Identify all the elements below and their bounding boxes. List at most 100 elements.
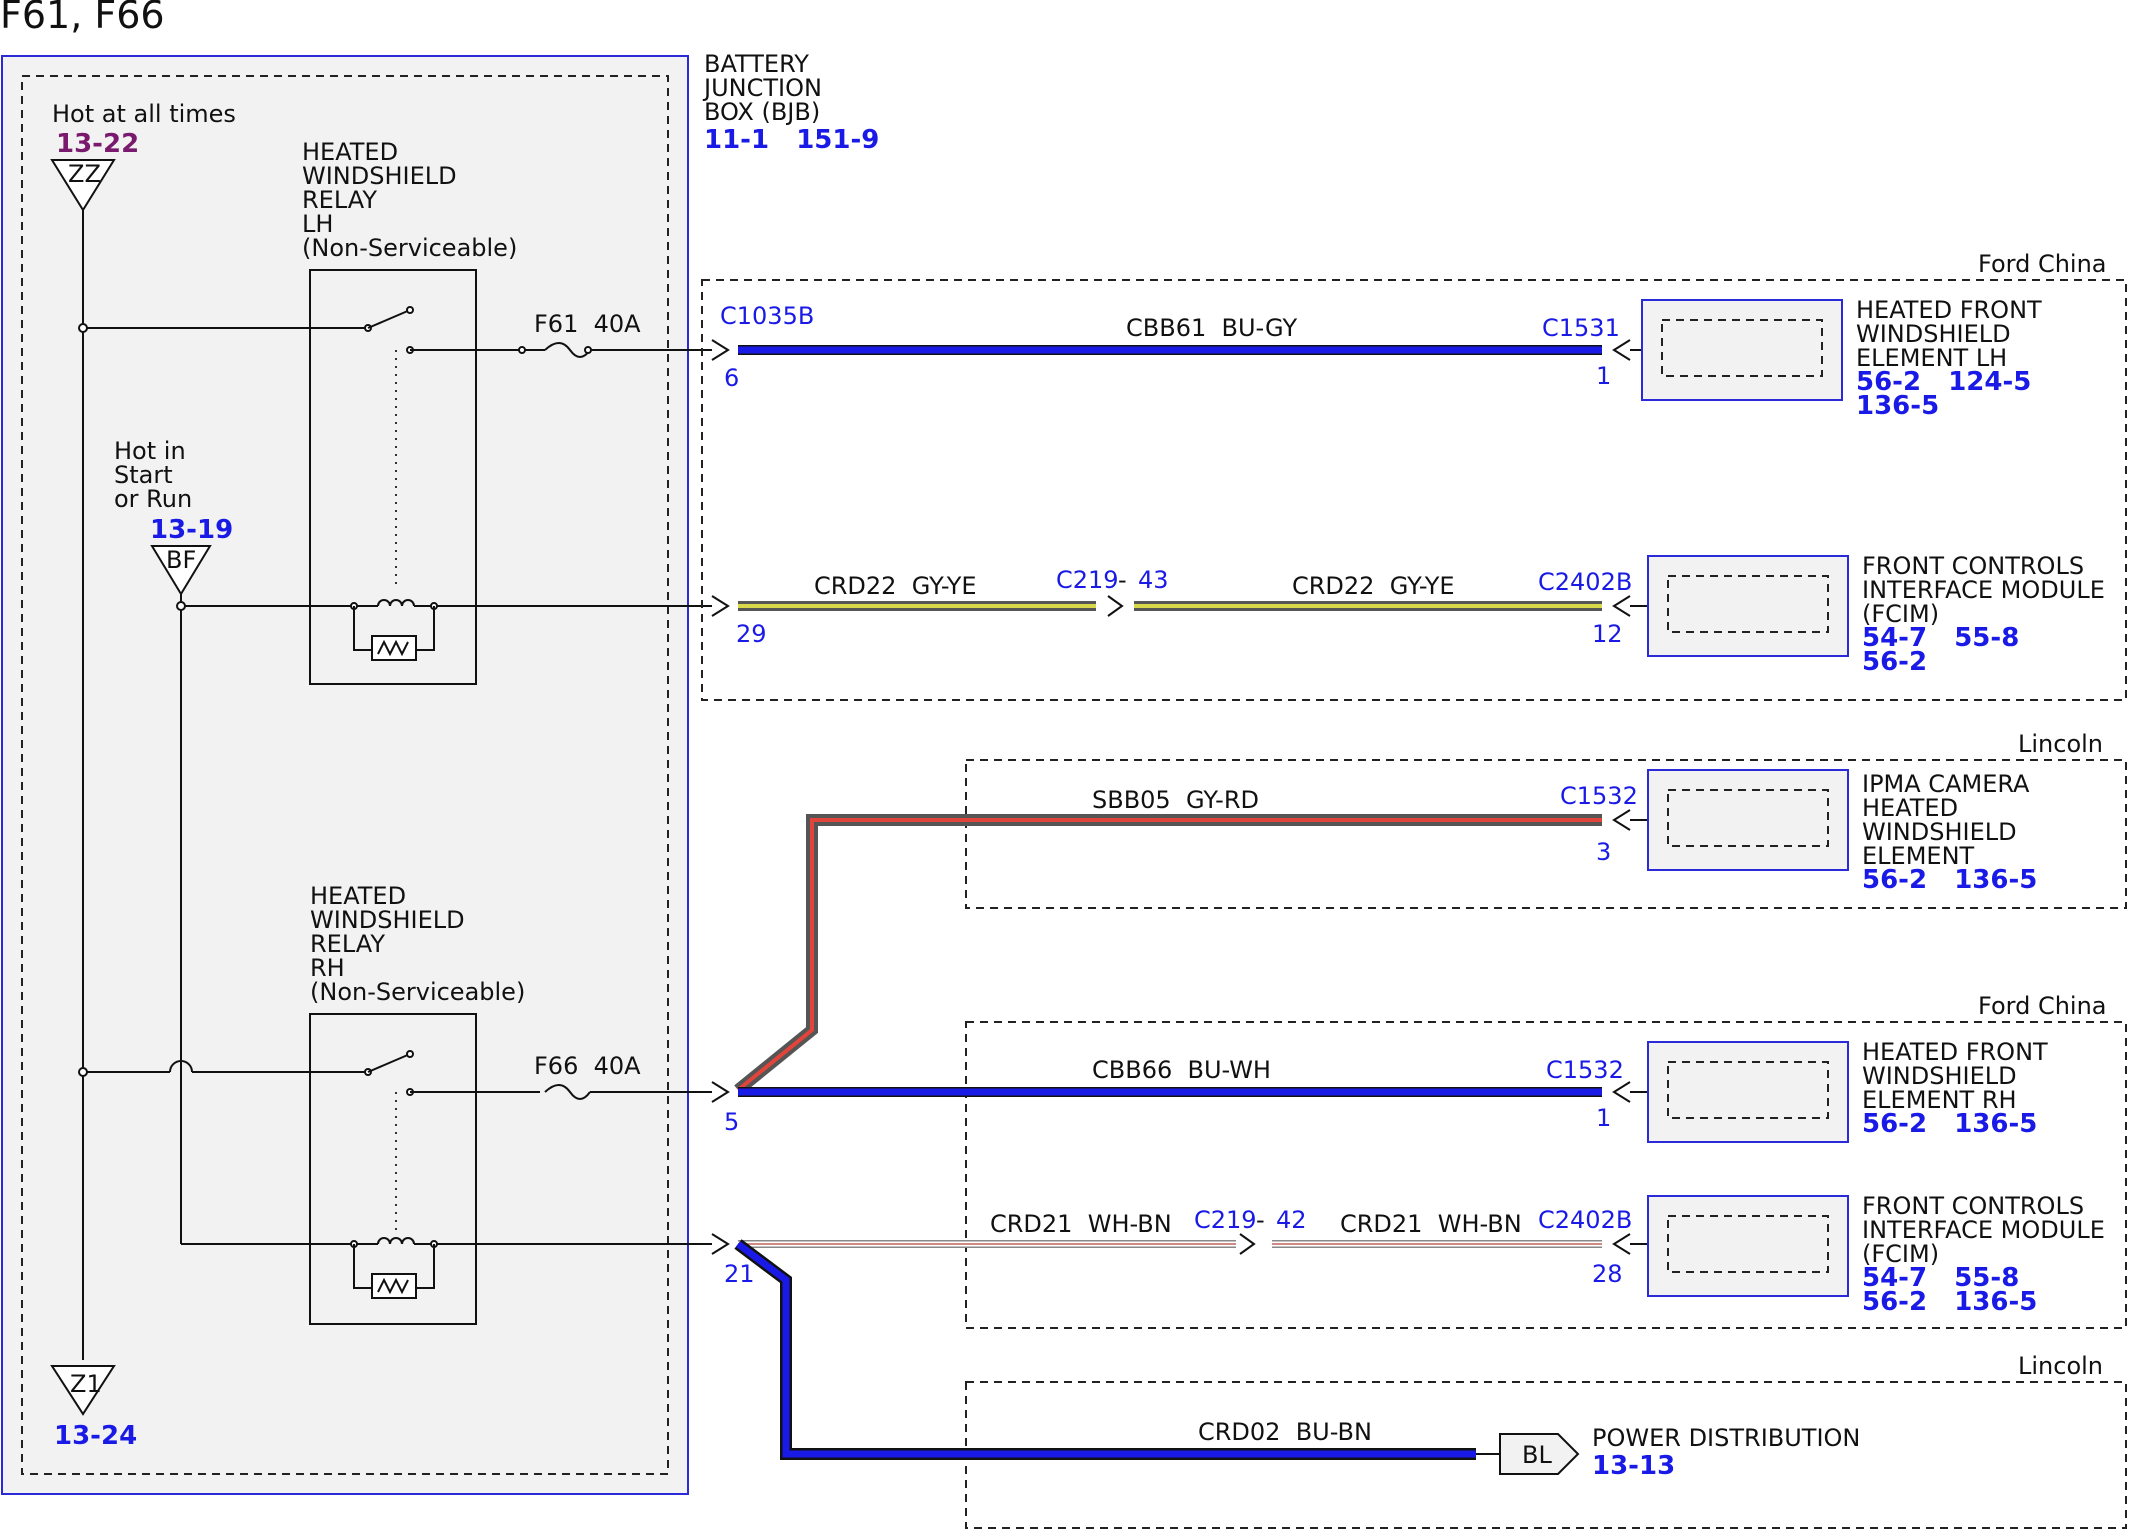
connector-arrow-icon [1612, 339, 1631, 361]
connector-arrow-icon [711, 595, 730, 617]
comp-lh-refs-1: 56-2 124-5 [1856, 367, 2031, 397]
comp-ipma-refs-1: 56-2 136-5 [1862, 865, 2037, 895]
comp-rh-refs-1: 56-2 136-5 [1862, 1109, 2037, 1139]
component-box-fcim-2 [1647, 1195, 1849, 1297]
comp-fcim1-2: INTERFACE MODULE [1862, 576, 2105, 604]
pin-6: 6 [724, 364, 739, 392]
conn-c1532-a: C1532 [1560, 782, 1638, 810]
relay-lh-box [309, 269, 477, 685]
conn-c2402b-b: C2402B [1538, 1206, 1632, 1234]
wire-crossover-icon [169, 1060, 193, 1073]
component-inner [1667, 1215, 1829, 1273]
conn-c219: C219 [1056, 566, 1119, 594]
ground-symbol: Z1 [70, 1370, 102, 1398]
hot-all-label: Hot at all times [52, 100, 236, 128]
region-label-4: Lincoln [2018, 1352, 2103, 1380]
wire-sbb05-label: SBB05 GY-RD [1092, 786, 1259, 814]
fuse-f61-icon [544, 342, 591, 358]
wire-crd02-label: CRD02 BU-BN [1198, 1418, 1372, 1446]
connector-arrow-icon [1239, 1233, 1256, 1255]
component-inner [1667, 575, 1829, 633]
conn-c1532-b: C1532 [1546, 1056, 1624, 1084]
pin-29: 29 [736, 620, 767, 648]
relay-rh-name-1: HEATED [310, 882, 406, 910]
relay-lh-name-1: HEATED [302, 138, 398, 166]
power-distribution-label: POWER DISTRIBUTION [1592, 1424, 1860, 1452]
region-label-3: Ford China [1978, 992, 2107, 1020]
relay-rh-resistor-zigzag [377, 1277, 409, 1295]
fuse-f66-icon [544, 1084, 591, 1100]
connector-arrow-icon [1612, 809, 1631, 831]
relay-lh-resistor-zigzag [377, 639, 409, 657]
wire-crd22-label-b: CRD22 GY-YE [1292, 572, 1455, 600]
comp-fcim2-refs-1: 54-7 55-8 [1862, 1263, 2019, 1293]
comp-ipma-1: IPMA CAMERA [1862, 770, 2030, 798]
conn-c219-b: C219 [1194, 1206, 1257, 1234]
junction-dot [176, 601, 186, 611]
pin-21: 21 [724, 1260, 755, 1288]
bjb-refs: 11-1 151-9 [704, 125, 879, 155]
diagram-title: F61, F66 [0, 0, 165, 37]
relay-lh-coil-icon [377, 599, 415, 607]
wire-cbb66-label: CBB66 BU-WH [1092, 1056, 1271, 1084]
comp-fcim2-3: (FCIM) [1862, 1240, 1939, 1268]
conn-c1035b: C1035B [720, 302, 814, 330]
bjb-frame [1, 55, 689, 1495]
hot-run-triangle-icon [150, 545, 212, 596]
comp-fcim1-3: (FCIM) [1862, 600, 1939, 628]
comp-ipma-3: WINDSHIELD [1862, 818, 2017, 846]
relay-lh-switch-arm [367, 309, 411, 329]
comp-lh-1: HEATED FRONT [1856, 296, 2042, 324]
comp-fcim1-refs-2: 56-2 [1862, 647, 1927, 677]
pin-5: 5 [724, 1108, 739, 1136]
relay-rh-name-3: RELAY [310, 930, 385, 958]
bjb-name-2: JUNCTION [702, 74, 822, 102]
bjb-name-1: BATTERY [704, 50, 809, 78]
pin-1-rh: 1 [1596, 1104, 1611, 1132]
bl-connector-icon [1499, 1433, 1580, 1475]
comp-lh-refs-2: 136-5 [1856, 391, 1939, 421]
comp-lh-3: ELEMENT LH [1856, 344, 2007, 372]
region-box-ford-china-1 [701, 279, 2127, 701]
bjb-inner-boundary [21, 75, 669, 1475]
comp-ipma-2: HEATED [1862, 794, 1958, 822]
junction-dot [78, 323, 88, 333]
connector-arrow-icon [711, 1233, 730, 1255]
hot-run-label-2: Start [114, 461, 173, 489]
fuse-f61-terminal-a [518, 346, 526, 354]
connector-arrow-icon [1612, 595, 1631, 617]
pin-28: 28 [1592, 1260, 1623, 1288]
bjb-name-3: BOX (BJB) [704, 98, 820, 126]
hot-run-symbol: BF [166, 546, 196, 574]
hot-run-label-3: or Run [114, 485, 192, 513]
component-box-heated-lh [1641, 299, 1843, 401]
pin-12: 12 [1592, 620, 1623, 648]
comp-rh-2: WINDSHIELD [1862, 1062, 2017, 1090]
comp-rh-3: ELEMENT RH [1862, 1086, 2017, 1114]
component-inner [1667, 1061, 1829, 1119]
relay-lh-name-2: WINDSHIELD [302, 162, 457, 190]
conn-c219-pin-42: 42 [1276, 1206, 1307, 1234]
wire-crd22-label-a: CRD22 GY-YE [814, 572, 977, 600]
conn-c2402b: C2402B [1538, 568, 1632, 596]
conn-separator: - [1118, 566, 1127, 594]
comp-rh-1: HEATED FRONT [1862, 1038, 2048, 1066]
comp-fcim2-refs-2: 56-2 136-5 [1862, 1287, 2037, 1317]
power-distribution-ref: 13-13 [1592, 1451, 1675, 1481]
comp-fcim2-2: INTERFACE MODULE [1862, 1216, 2105, 1244]
region-box-lincoln-1 [965, 759, 2127, 909]
component-box-ipma [1647, 769, 1849, 871]
fuse-f61-label: F61 40A [534, 310, 641, 338]
relay-rh-pivot [406, 1050, 414, 1058]
relay-rh-name-4: RH [310, 954, 345, 982]
relay-lh-pivot [406, 306, 414, 314]
bl-symbol: BL [1522, 1441, 1552, 1469]
connector-arrow-icon [1612, 1081, 1631, 1103]
conn-c219-pin-43: 43 [1138, 566, 1169, 594]
region-box-ford-china-2 [965, 1021, 2127, 1329]
relay-lh-name-3: RELAY [302, 186, 377, 214]
relay-lh-name-4: LH [302, 210, 333, 238]
pin-3: 3 [1596, 838, 1611, 866]
connector-arrow-icon [1612, 1233, 1631, 1255]
